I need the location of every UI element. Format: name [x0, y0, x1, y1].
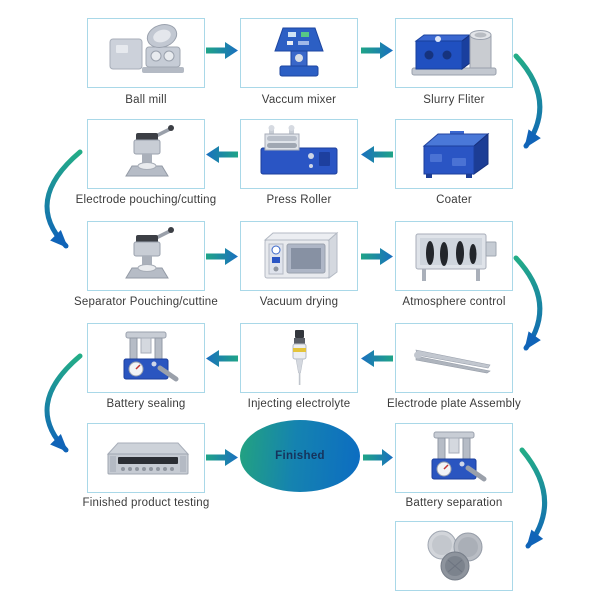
station-label-battery-sealing: Battery sealing [106, 398, 186, 410]
coater-illustration [422, 131, 490, 178]
arrow-ballmill-to-mixer [206, 42, 238, 59]
arrow-testing-to-finished [206, 449, 238, 466]
arrow-vacuumdrying-to-atmosphere [361, 248, 393, 265]
station-label-injecting-electrolyte: Injecting electrolyte [247, 398, 351, 410]
station-separator-punching-cutting [87, 221, 205, 291]
station-label-vacuum-drying: Vacuum drying [259, 296, 339, 308]
press-roller-illustration [260, 125, 338, 175]
station-label-coater: Coater [436, 194, 472, 206]
station-vacuum-mixer [240, 18, 358, 88]
battery-sealing-illustration [123, 331, 179, 382]
arrow-finished-to-separation [363, 449, 393, 466]
vacuum-drying-illustration [263, 231, 339, 279]
electrode-punching-illustration [125, 125, 174, 177]
pipette-illustration [292, 330, 307, 385]
arrow-pressroller-to-electrodepunch [206, 146, 238, 163]
arrow-mixer-to-filter [361, 42, 393, 59]
battery-separation-illustration [431, 431, 487, 482]
finished-label: Finished [275, 450, 325, 462]
station-label-separator-punching: Separator Pouching/cuttine [74, 296, 218, 308]
slurry-filter-illustration [411, 30, 497, 76]
arrow-injecting-to-sealing [206, 350, 238, 367]
station-coin-cell-parts [395, 521, 513, 591]
station-label-atmosphere-control: Atmosphere control [402, 296, 506, 308]
station-label-ball-mill: Ball mill [125, 94, 167, 106]
ball-mill-illustration [109, 24, 184, 73]
arrow-separator-to-vacuumdrying [206, 248, 238, 265]
station-finished-product-testing [87, 423, 205, 493]
tweezers-illustration [414, 349, 491, 374]
station-injecting-electrolyte [240, 323, 358, 393]
station-label-vacuum-mixer: Vaccum mixer [261, 94, 337, 106]
station-battery-separation [395, 423, 513, 493]
atmosphere-control-illustration [415, 233, 497, 281]
station-battery-sealing [87, 323, 205, 393]
separator-punching-illustration [125, 227, 174, 279]
station-coater [395, 119, 513, 189]
battery-tester-illustration [106, 442, 190, 475]
station-label-battery-separation: Battery separation [405, 497, 503, 509]
arrow-coater-to-pressroller [361, 146, 393, 163]
station-press-roller [240, 119, 358, 189]
station-ball-mill [87, 18, 205, 88]
station-label-electrode-punching: Electrode pouching/cutting [75, 194, 217, 206]
station-label-electrode-plate-assembly: Electrode plate Assembly [387, 398, 521, 410]
station-electrode-plate-assembly [395, 323, 513, 393]
station-label-slurry-filter: Slurry Fliter [423, 94, 485, 106]
arrow-assembly-to-injecting [361, 350, 393, 367]
finished-node: Finished [240, 420, 360, 492]
station-label-press-roller: Press Roller [266, 194, 332, 206]
coin-cells-illustration [427, 530, 483, 581]
station-vacuum-drying [240, 221, 358, 291]
station-electrode-punching-cutting [87, 119, 205, 189]
station-atmosphere-control [395, 221, 513, 291]
vacuum-mixer-illustration [274, 27, 324, 77]
station-slurry-filter [395, 18, 513, 88]
station-label-finished-product-testing: Finished product testing [82, 497, 210, 509]
